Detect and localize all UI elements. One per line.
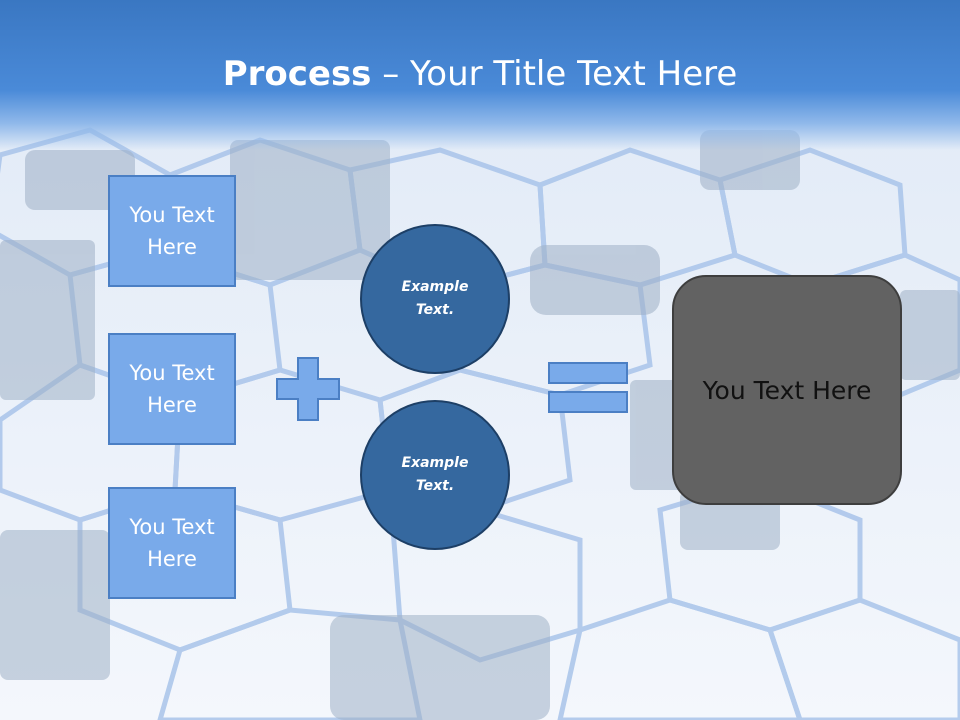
result-box-label: You Text Here: [702, 375, 872, 405]
text-box-1-label: You Text Here: [129, 203, 215, 259]
result-box[interactable]: You Text Here: [672, 275, 902, 505]
text-box-2-label: You Text Here: [129, 361, 215, 417]
slide-title[interactable]: Process – Your Title Text Here: [0, 52, 960, 96]
example-circle-1-label: Example Text.: [401, 279, 469, 318]
title-bold: Process: [222, 54, 372, 94]
text-box-3-label: You Text Here: [129, 515, 215, 571]
text-box-2[interactable]: You Text Here: [108, 333, 236, 445]
example-circle-2[interactable]: Example Text.: [360, 400, 510, 550]
equals-icon-top-bar: [548, 362, 628, 384]
title-bar: [0, 0, 960, 150]
text-box-3[interactable]: You Text Here: [108, 487, 236, 599]
title-rest: – Your Title Text Here: [371, 54, 738, 94]
equals-icon-bottom-bar: [548, 391, 628, 413]
example-circle-1[interactable]: Example Text.: [360, 224, 510, 374]
plus-icon: [276, 357, 340, 421]
example-circle-2-label: Example Text.: [401, 455, 469, 494]
text-box-1[interactable]: You Text Here: [108, 175, 236, 287]
